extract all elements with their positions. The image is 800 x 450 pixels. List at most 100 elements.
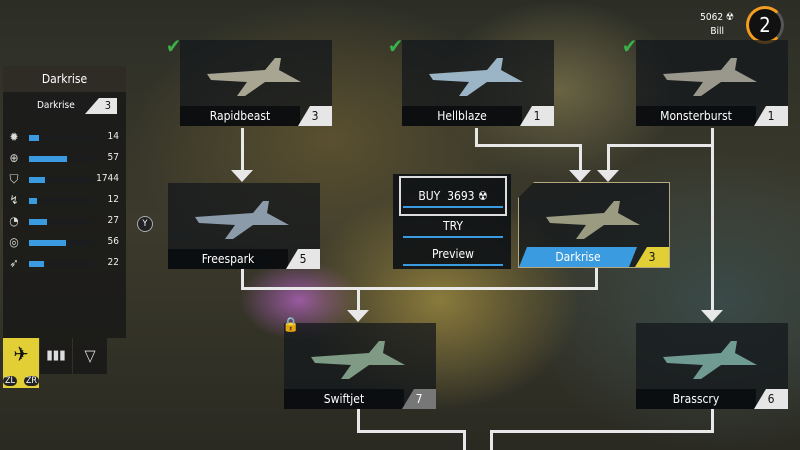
- stat-value: 27: [107, 215, 119, 226]
- connector: [357, 430, 465, 433]
- tab-missiles[interactable]: ▮▮▮: [40, 338, 72, 374]
- stat-bar: [29, 135, 93, 141]
- connector: [490, 430, 714, 433]
- stat-row: ✹ 14: [5, 130, 123, 148]
- aircraft-image: [663, 341, 757, 379]
- maneuver-icon: ➶: [9, 256, 19, 270]
- speed-gauge-icon: ◔: [9, 214, 19, 228]
- y-button[interactable]: Y: [137, 216, 153, 232]
- buy-label: BUY: [418, 189, 441, 203]
- arrow-icon: [597, 170, 619, 182]
- stat-bar: [29, 219, 93, 225]
- stat-value: 1744: [96, 173, 119, 184]
- stat-bar: [29, 240, 93, 246]
- stat-bar: [29, 177, 93, 183]
- arrow-icon: [569, 170, 591, 182]
- buy-button[interactable]: BUY 3693 ☢: [399, 176, 507, 216]
- purchase-menu: BUY 3693 ☢ TRY Preview: [393, 174, 511, 269]
- try-button[interactable]: TRY: [403, 216, 503, 238]
- connector: [463, 430, 466, 450]
- owned-check-icon: ✔: [622, 34, 638, 58]
- stat-bar-fill: [29, 198, 37, 204]
- aircraft-image: [195, 201, 289, 239]
- stat-bar-fill: [29, 177, 45, 183]
- arrow-icon: [347, 310, 369, 322]
- connector: [475, 144, 581, 147]
- tab-aircraft[interactable]: ✈ ZL ZR: [3, 338, 39, 388]
- stat-bar: [29, 198, 93, 204]
- stat-bar-fill: [29, 240, 67, 246]
- owned-check-icon: ✔: [166, 34, 182, 58]
- zr-button[interactable]: ZR: [23, 376, 39, 386]
- radar-icon: ◎: [9, 235, 19, 249]
- aircraft-image: [429, 58, 523, 96]
- stat-value: 22: [107, 257, 119, 268]
- aircraft-level: 7: [402, 389, 436, 409]
- owned-check-icon: ✔: [388, 34, 404, 58]
- agility-icon: ↯: [9, 193, 19, 207]
- player-name: Bill: [710, 26, 724, 37]
- stat-bar: [29, 261, 93, 267]
- connector: [475, 128, 478, 146]
- stat-row: ➶ 22: [5, 256, 123, 274]
- stat-row: ◎ 56: [5, 235, 123, 253]
- stat-row: ◔ 27: [5, 214, 123, 232]
- currency-icon: ☢: [725, 12, 734, 23]
- aircraft-image: [311, 341, 405, 379]
- connector: [241, 268, 244, 289]
- aircraft-name: Rapidbeast: [180, 106, 300, 126]
- aircraft-level: 3: [298, 106, 332, 126]
- stat-value: 12: [107, 194, 119, 205]
- thrust-icon: ✹: [9, 130, 19, 144]
- armor-icon: ⛉: [9, 172, 19, 186]
- connector: [595, 268, 598, 289]
- preview-button[interactable]: Preview: [403, 244, 503, 266]
- tab-info[interactable]: ▽: [73, 338, 107, 374]
- aircraft-level: 1: [754, 106, 788, 126]
- aircraft-name: Monsterburst: [636, 106, 756, 126]
- lock-icon: 🔒: [282, 317, 300, 333]
- connector: [241, 287, 598, 290]
- stat-row: ⊕ 57: [5, 151, 123, 169]
- connector: [357, 408, 360, 432]
- aircraft-level: 6: [754, 389, 788, 409]
- aircraft-level: 3: [635, 247, 669, 267]
- aircraft-icon: ✈: [13, 342, 29, 366]
- player-info: 5062 ☢ Bill: [700, 12, 734, 37]
- aircraft-name: Darkrise: [519, 247, 637, 267]
- aircraft-image: [663, 58, 757, 96]
- aircraft-image: [546, 201, 640, 239]
- connector: [490, 430, 493, 450]
- buy-price: 3693: [447, 189, 475, 203]
- stat-bar-fill: [29, 261, 45, 267]
- stat-bar: [29, 156, 93, 162]
- crosshair-icon: ⊕: [9, 151, 19, 165]
- stat-bar-fill: [29, 135, 39, 141]
- zl-button[interactable]: ZL: [3, 376, 18, 386]
- connector: [607, 144, 610, 172]
- arrow-icon: [701, 310, 723, 322]
- aircraft-level: 1: [520, 106, 554, 126]
- panel-title: Darkrise: [3, 66, 126, 92]
- connector: [241, 128, 244, 173]
- stat-value: 57: [107, 152, 119, 163]
- connector: [357, 287, 360, 312]
- stat-bar-fill: [29, 219, 47, 225]
- currency-amount: 5062: [700, 12, 724, 23]
- stat-value: 14: [107, 131, 119, 142]
- currency-icon: ☢: [477, 189, 488, 203]
- arrow-icon: [231, 170, 253, 182]
- connector: [711, 408, 714, 432]
- aircraft-name: Freespark: [168, 249, 288, 269]
- stat-value: 56: [107, 236, 119, 247]
- aircraft-level: 5: [286, 249, 320, 269]
- info-icon: ▽: [84, 346, 96, 365]
- connector: [711, 128, 714, 312]
